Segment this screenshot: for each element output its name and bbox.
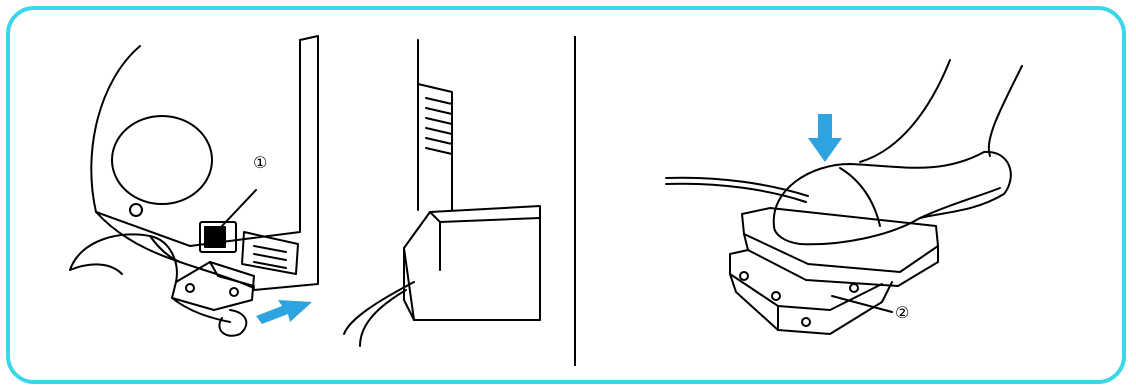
machine-body-outline [91,40,300,246]
insert-direction-arrow [256,300,312,324]
callout-foot-controller: ② [895,304,909,322]
hand [70,234,177,282]
callout-power-switch: ① [253,154,267,172]
left-panel-illustration [0,0,576,392]
handwheel [112,116,212,204]
machine-base [404,206,540,320]
